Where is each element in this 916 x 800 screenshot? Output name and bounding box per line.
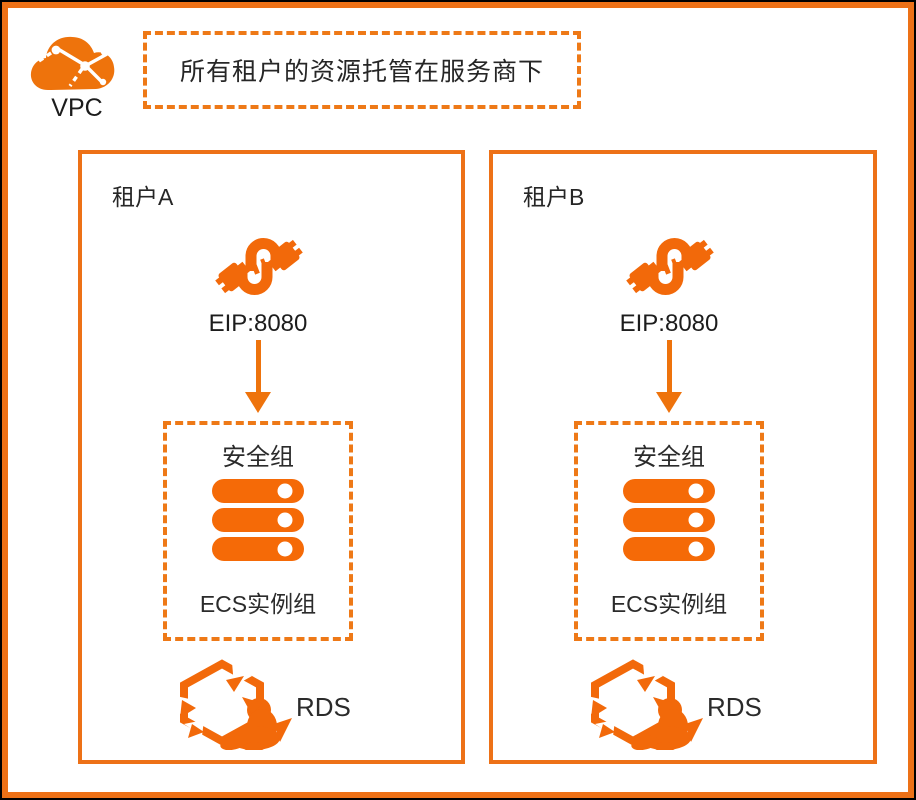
ecs-group-label: ECS实例组 [199,591,317,617]
tenant-a-box: 租户A EIP:8080 安全组 ECS实例组 RDS [78,150,465,764]
server-stack-icon [623,479,715,561]
security-group-label: 安全组 [633,444,705,471]
ecs-group-label: ECS实例组 [610,591,728,617]
eip-cable-icon [622,218,718,314]
rds-icon [585,658,705,750]
down-arrow-icon [245,392,271,413]
down-arrow-icon [656,392,682,413]
eip-label: EIP:8080 [208,310,308,337]
rds-label: RDS [296,692,351,722]
down-arrow-line [667,340,672,392]
eip-cable-icon [211,218,307,314]
security-group-label: 安全组 [222,444,294,471]
eip-label: EIP:8080 [619,310,719,337]
down-arrow-line [256,340,261,392]
tenant-b-label: 租户B [523,184,585,210]
rds-label: RDS [707,692,762,722]
security-group-box: 安全组 ECS实例组 [574,421,764,641]
tenant-a-label: 租户A [112,184,174,210]
rds-icon [174,658,294,750]
banner-note: 所有租户的资源托管在服务商下 [143,31,581,109]
tenant-b-box: 租户B EIP:8080 安全组 ECS实例组 RDS [489,150,877,764]
tenant-a-content: EIP:8080 安全组 ECS实例组 RDS [82,154,434,760]
banner-text: 所有租户的资源托管在服务商下 [179,58,544,86]
security-group-box: 安全组 ECS实例组 [163,421,353,641]
vpc-cloud-icon [29,35,117,92]
vpc-label: VPC [51,94,103,122]
server-stack-icon [212,479,304,561]
tenant-b-content: EIP:8080 安全组 ECS实例组 RDS [493,154,845,760]
